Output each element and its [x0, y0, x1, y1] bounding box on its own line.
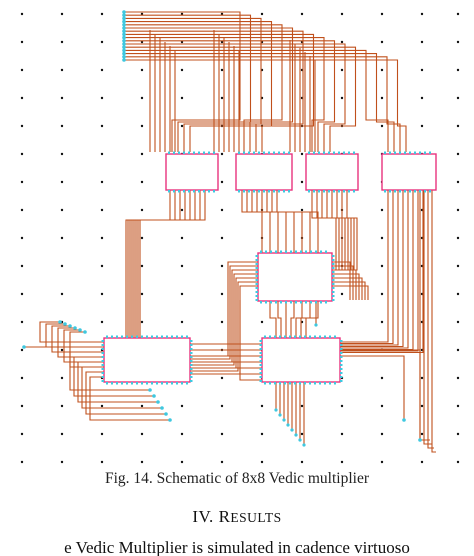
section-title-rest: ESULTS	[230, 510, 282, 525]
figure-caption: Fig. 14. Schematic of 8x8 Vedic multipli…	[104, 470, 370, 487]
vedic-multiplier-schematic	[20, 10, 460, 464]
body-text-line: e Vedic Multiplier is simulated in caden…	[64, 539, 410, 556]
pin-markers	[22, 10, 431, 447]
section-heading: IV. RESULTS	[0, 507, 474, 527]
wire-bundles	[24, 11, 436, 453]
section-number: IV.	[192, 507, 214, 526]
section-title-initial: R	[218, 507, 231, 526]
